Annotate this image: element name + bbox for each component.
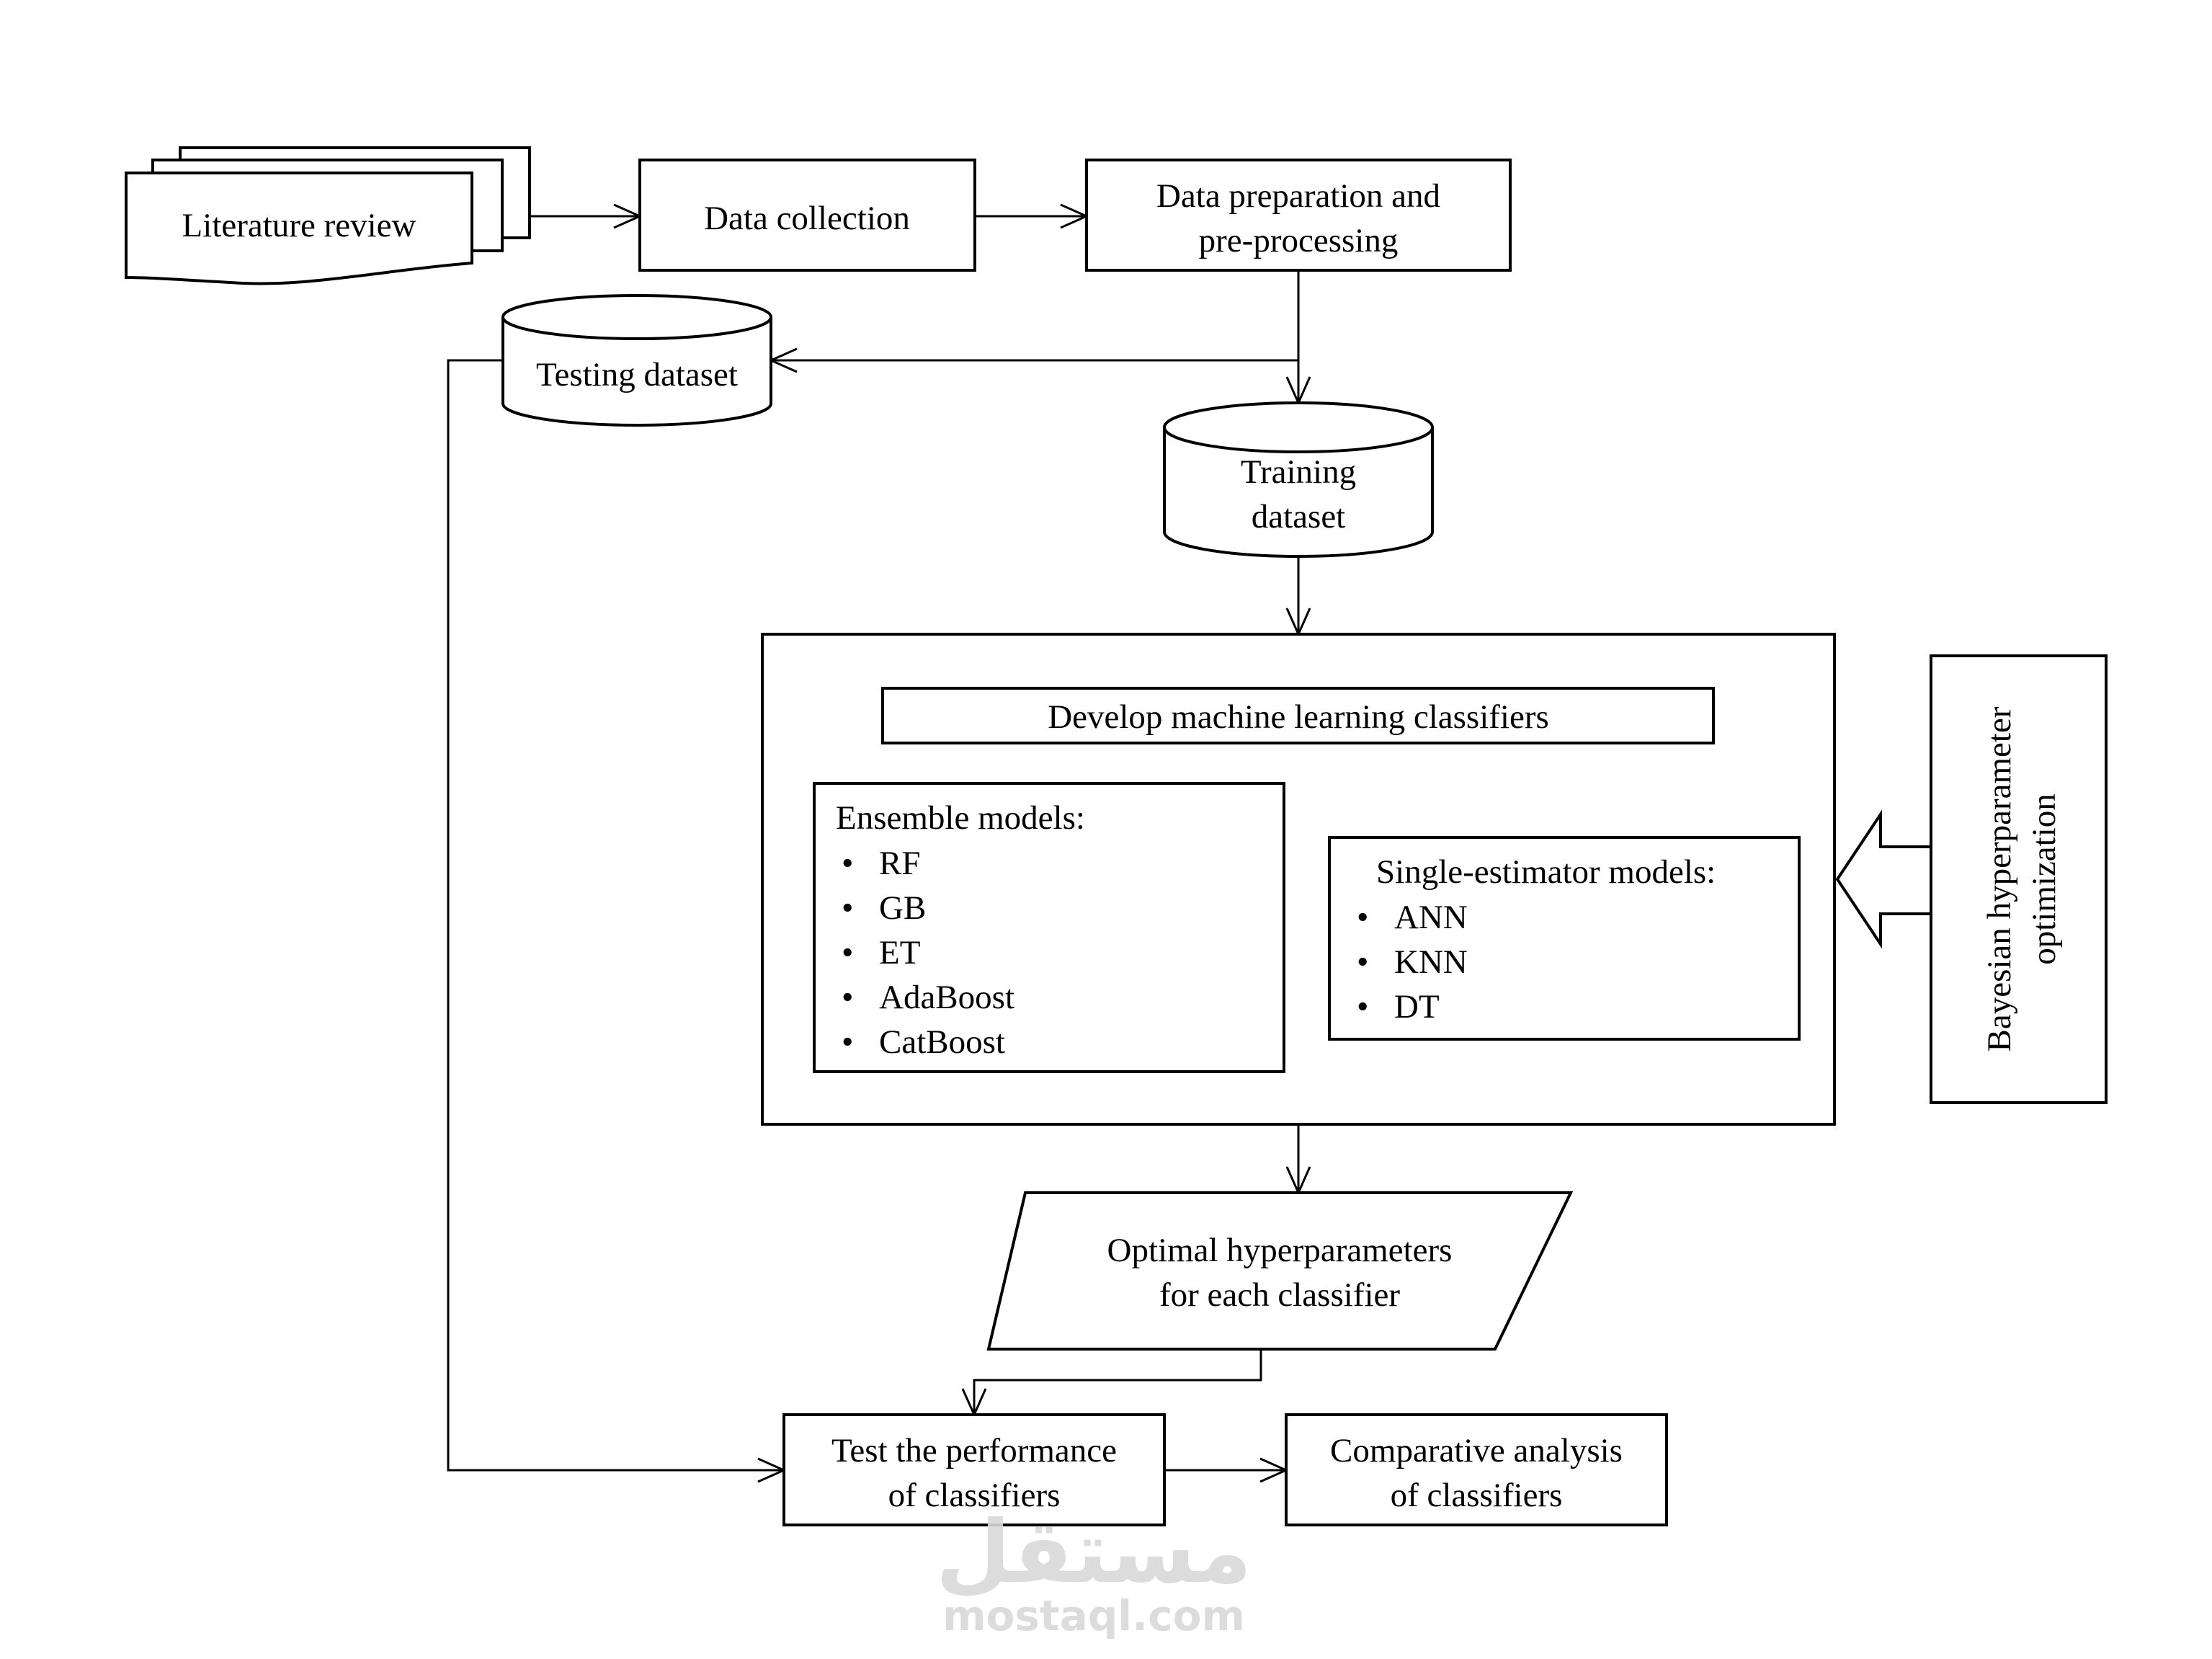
- bullet-icon: •: [1357, 899, 1368, 936]
- ensemble-models-heading: Ensemble models:: [836, 799, 1085, 837]
- testing-dataset-label: Testing dataset: [536, 356, 738, 393]
- single-item-knn: KNN: [1394, 943, 1468, 981]
- bullet-icon: •: [842, 1023, 853, 1061]
- training-dataset-label-line2: dataset: [1252, 498, 1346, 535]
- ensemble-item-adaboost: AdaBoost: [879, 979, 1014, 1016]
- data-collection-node: Data collection: [638, 159, 976, 272]
- data-collection-label: Data collection: [704, 200, 910, 237]
- ensemble-models-box: Ensemble models: • RF • GB • ET • AdaBoo…: [813, 782, 1285, 1073]
- comparative-analysis-label-line1: Comparative analysis: [1330, 1432, 1623, 1469]
- watermark: مستقل mostaql.com: [936, 1503, 1252, 1640]
- connector-optimal-to-test: [974, 1349, 1262, 1415]
- develop-classifiers-label: Develop machine learning classifiers: [1048, 698, 1549, 736]
- ensemble-item-gb: GB: [879, 889, 926, 927]
- single-estimator-heading: Single-estimator models:: [1376, 853, 1716, 891]
- comparative-analysis-label-line2: of classifiers: [1391, 1477, 1563, 1514]
- bayesian-optimization-label-line1: Bayesian hyperparameter: [1981, 706, 2018, 1051]
- optimal-hyperparameters-node: Optimal hyperparameters for each classif…: [986, 1191, 1574, 1351]
- optimal-hyperparameters-label-line1: Optimal hyperparameters: [1107, 1232, 1453, 1269]
- ensemble-item-catboost: CatBoost: [879, 1023, 1005, 1061]
- bayesian-optimization-node: Bayesian hyperparameter optimization: [1930, 654, 2108, 1104]
- single-item-ann: ANN: [1394, 899, 1468, 936]
- develop-classifiers-box: [881, 687, 1715, 744]
- block-arrow-icon: [1835, 809, 1932, 949]
- testing-dataset-node: Testing dataset: [501, 294, 772, 427]
- ensemble-item-et: ET: [879, 934, 920, 971]
- classifier-development-container: Develop machine learning classifiers Ens…: [761, 633, 1836, 1126]
- training-dataset-label-line1: Training: [1241, 453, 1356, 491]
- training-dataset-node: Training dataset: [1163, 401, 1434, 558]
- connector-testing-to-test: [447, 359, 784, 1470]
- data-preparation-label-line2: pre-processing: [1199, 222, 1399, 259]
- comparative-analysis-node: Comparative analysis of classifiers: [1285, 1413, 1668, 1526]
- bullet-icon: •: [1357, 943, 1368, 981]
- ensemble-item-rf: RF: [879, 845, 921, 882]
- literature-review-label: Literature review: [182, 207, 416, 244]
- bullet-icon: •: [842, 979, 853, 1016]
- literature-review-node: Literature review: [125, 146, 531, 285]
- watermark-url: mostaql.com: [942, 1591, 1245, 1640]
- bayesian-optimization-label-line2: optimization: [2025, 793, 2063, 965]
- bullet-icon: •: [842, 934, 853, 971]
- data-preparation-node: Data preparation and pre-processing: [1085, 159, 1512, 272]
- bullet-icon: •: [842, 889, 853, 927]
- test-performance-node: Test the performance of classifiers: [782, 1413, 1166, 1526]
- data-preparation-label-line1: Data preparation and: [1156, 177, 1440, 215]
- single-item-dt: DT: [1394, 988, 1440, 1026]
- test-performance-label-line1: Test the performance: [831, 1432, 1117, 1469]
- single-estimator-models-box: Single-estimator models: • ANN • KNN • D…: [1328, 836, 1801, 1041]
- test-performance-label-line2: of classifiers: [888, 1477, 1061, 1514]
- bullet-icon: •: [1357, 988, 1368, 1026]
- optimal-hyperparameters-label-line2: for each classifier: [1159, 1276, 1400, 1314]
- watermark-logo-text: مستقل: [936, 1503, 1252, 1603]
- bullet-icon: •: [842, 845, 853, 882]
